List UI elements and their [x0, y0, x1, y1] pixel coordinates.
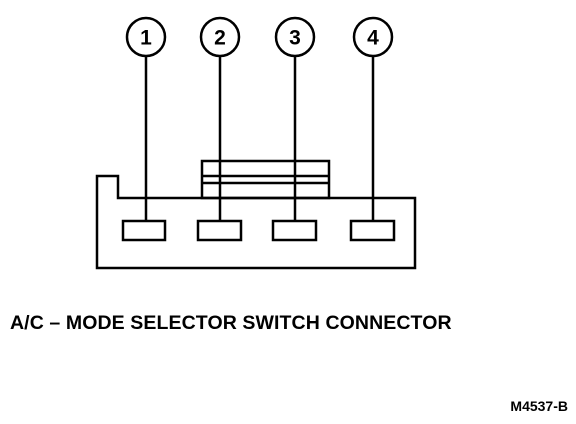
connector-diagram: 1 2 3 4 [95, 16, 417, 270]
pin-number-4: 4 [367, 27, 379, 50]
terminal-cavity-4 [349, 219, 396, 242]
pin-callout-3 [274, 16, 316, 58]
pin-callout-1 [125, 16, 167, 58]
diagram-caption: A/C – MODE SELECTOR SWITCH CONNECTOR [10, 312, 452, 334]
pin-number-2: 2 [214, 27, 226, 50]
connector-housing [95, 174, 417, 270]
pin-number-1: 1 [140, 27, 152, 50]
figure-code: M4537-B [510, 398, 568, 414]
terminal-cavity-1 [121, 219, 167, 242]
pin-callout-4 [352, 16, 394, 58]
pin-number-3: 3 [289, 27, 301, 50]
locking-tab [200, 159, 331, 200]
terminal-cavity-3 [271, 219, 318, 242]
terminal-cavity-2 [196, 219, 243, 242]
pin-callout-2 [199, 16, 241, 58]
